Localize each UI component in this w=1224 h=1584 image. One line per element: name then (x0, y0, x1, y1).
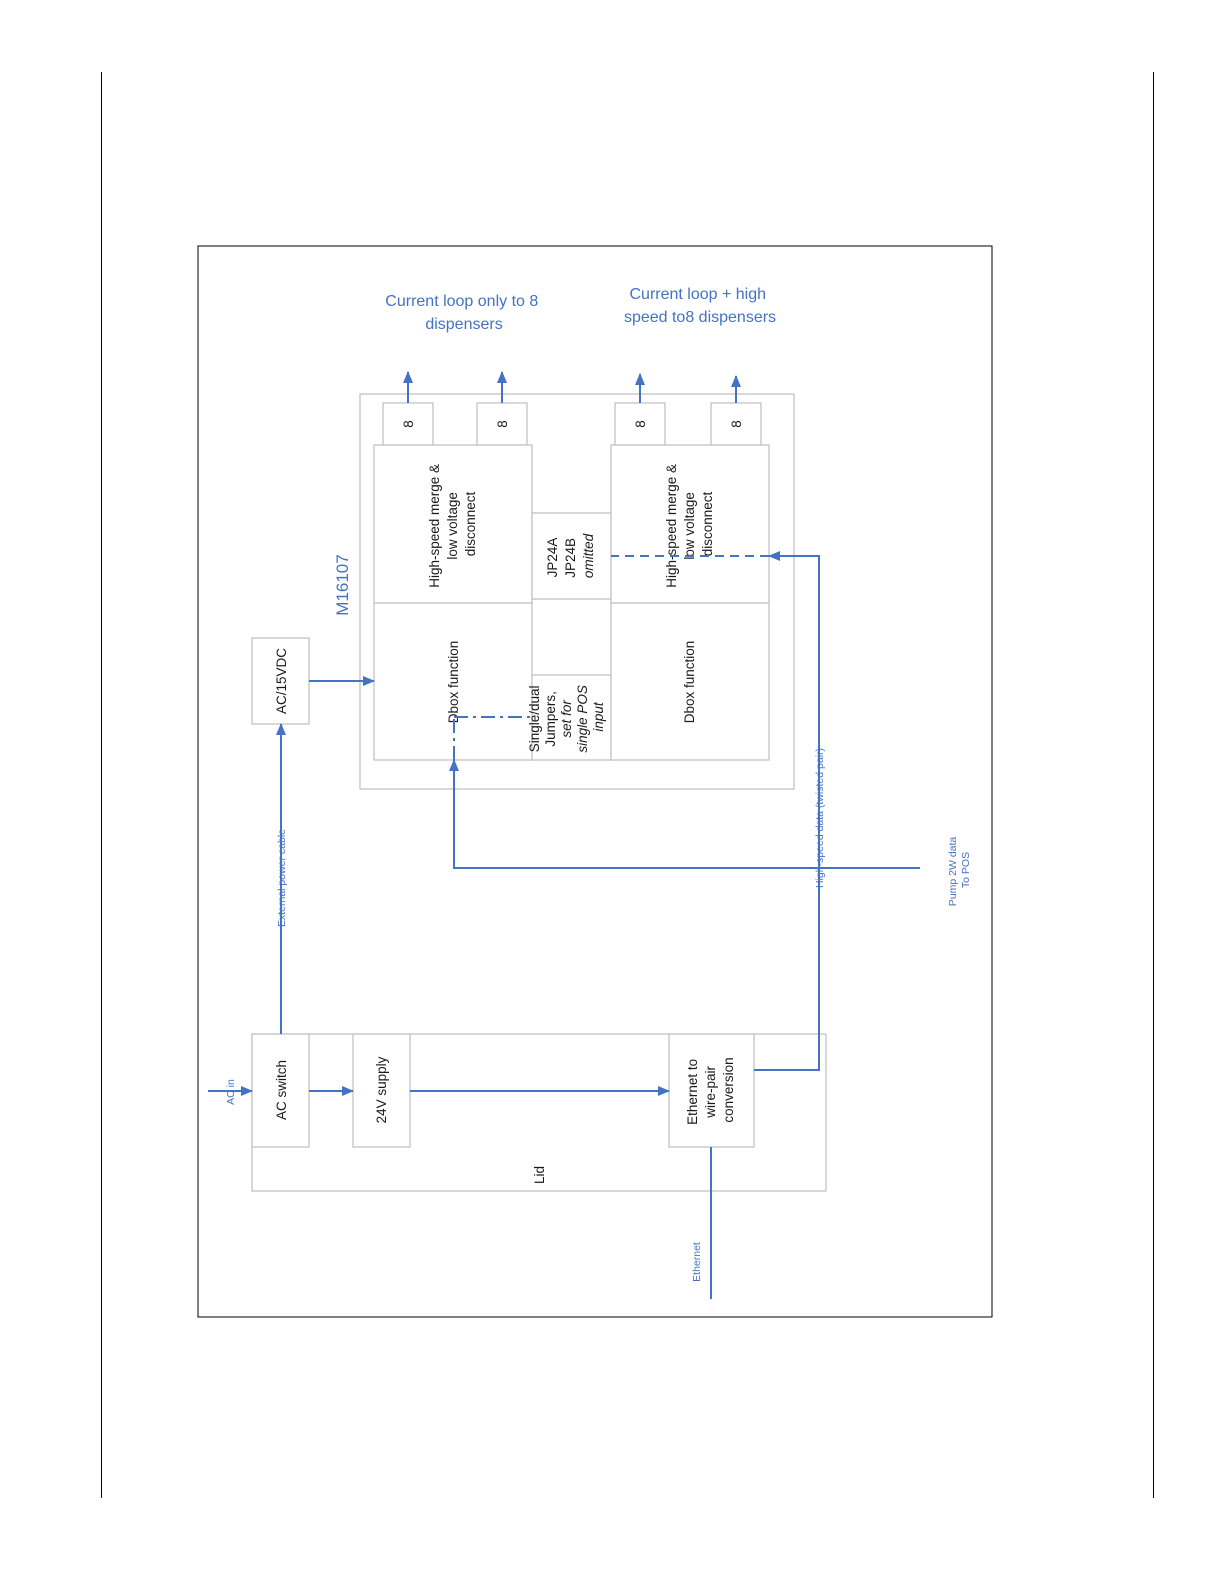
hs-merge-left-block (373, 444, 533, 604)
connector-1-label: 8 (401, 420, 416, 428)
supply-24v-block (352, 1033, 411, 1148)
single-dual-block (531, 674, 612, 761)
connector-4: 8 (710, 402, 762, 446)
top-label-left-line2: dispensers (425, 316, 502, 333)
acdc-block (251, 637, 310, 725)
external-power-label: External power cable (276, 829, 288, 927)
pump-2w-data-wire (449, 759, 920, 869)
high-speed-data-wire (754, 551, 820, 1071)
top-label-right: Current loop + high speed to8 dispensers (624, 286, 776, 326)
hs-merge-right-block (610, 444, 770, 604)
top-label-right-line1: Current loop + high (630, 286, 767, 303)
board-label: M16107 (333, 554, 352, 615)
single-dual-text: Single/dual Jumpers, set for single POS … (527, 681, 606, 752)
connector-3-label: 8 (633, 420, 648, 428)
dbox-right-block (610, 602, 770, 761)
connector-3: 8 (614, 402, 666, 446)
ac-switch-text: AC switch (274, 1060, 289, 1120)
top-label-left-line1: Current loop only to 8 (385, 293, 538, 310)
dbox-left-block (373, 602, 533, 761)
connector-1: 8 (382, 402, 434, 446)
pump-label: Pump 2W data To POS (947, 834, 972, 906)
acdc-text: AC/15VDC (274, 648, 289, 714)
pump-label-line2: To POS (960, 852, 972, 888)
supply-24v-text: 24V supply (374, 1056, 389, 1123)
connector-2-label: 8 (495, 420, 510, 428)
top-label-left: Current loop only to 8 dispensers (385, 293, 542, 333)
left-page-margin-line (101, 72, 102, 1498)
connector-4-label: 8 (729, 420, 744, 428)
high-speed-data-label: High-speed data (twisted pair) (814, 748, 826, 888)
ac-in-label: AC in (225, 1079, 237, 1105)
jp24-text: JP24A JP24B omitted (545, 533, 596, 578)
dbox-left-text: Dbox function (446, 641, 461, 724)
connector-2: 8 (476, 402, 528, 446)
hs-merge-left-text: High-speed merge & low voltage disconnec… (427, 460, 478, 588)
ethernet-conv-block (668, 1033, 755, 1148)
dbox-right-text: Dbox function (682, 641, 697, 724)
right-page-margin-line (1153, 72, 1154, 1498)
lid-text: Lid (532, 1166, 547, 1184)
top-label-right-line2: speed to8 dispensers (624, 309, 776, 326)
ethernet-label: Ethernet (691, 1242, 703, 1282)
pump-label-line1: Pump 2W data (947, 837, 959, 907)
ethernet-conv-text: Ethernet to wire-pair conversion (685, 1055, 736, 1125)
diagram-frame (197, 245, 993, 1318)
